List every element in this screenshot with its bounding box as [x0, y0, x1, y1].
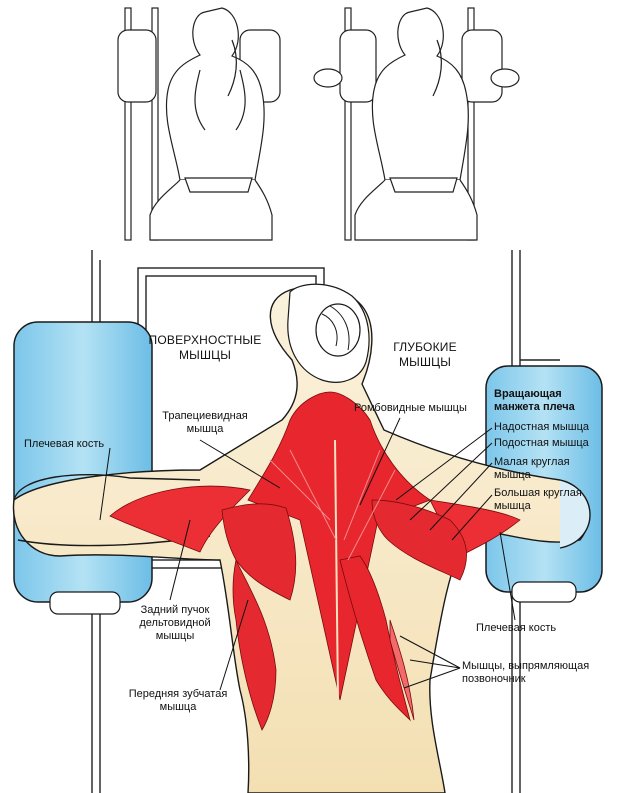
figure-top-right-illustration [313, 7, 520, 241]
figure-top-left-illustration [117, 7, 281, 241]
back-muscles [109, 391, 521, 731]
label-humerus-left: Плечевая кость [24, 438, 105, 450]
label-erector-spinae: Мышцы, выпрямляющая позвоночник [462, 660, 590, 685]
left-pad [13, 321, 153, 615]
label-rear-deltoid: Задний пучок дельтовидной мышцы [139, 604, 211, 642]
label-teres-major: Большая круглая мышца [494, 487, 582, 512]
label-trapezius: Трапециевидная мышца [162, 410, 248, 435]
label-humerus-right: Плечевая кость [476, 622, 557, 634]
label-supraspinatus: Надостная мышца [494, 421, 590, 433]
label-serratus-anterior: Передняя зубчатая мышца [128, 688, 228, 713]
leader-lines [99, 417, 516, 691]
label-infraspinatus: Подостная мышца [494, 437, 589, 449]
body-silhouette [12, 283, 591, 793]
label-rotator-cuff: Вращающая манжета плеча [494, 388, 575, 413]
label-rhomboid: Ромбовидные мышцы [354, 402, 467, 414]
deep-muscles-header: ГЛУБОКИЕ МЫШЦЫ [393, 340, 457, 369]
label-teres-minor: Малая круглая мышца [494, 456, 570, 481]
superficial-muscles-header: ПОВЕРХНОСТНЫЕ МЫШЦЫ [148, 333, 262, 362]
